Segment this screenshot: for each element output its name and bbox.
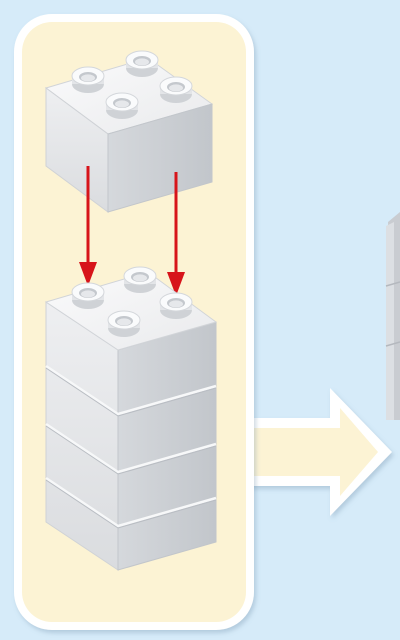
brick-stud xyxy=(107,310,141,338)
next-step-arrow xyxy=(236,388,392,516)
brick-stud xyxy=(71,282,105,310)
brick-tower xyxy=(44,266,218,571)
brick-stud xyxy=(105,92,139,120)
brick-stud xyxy=(159,76,193,104)
brick-stud xyxy=(123,266,157,294)
placement-arrow-left xyxy=(79,166,97,286)
brick-stud xyxy=(125,50,159,78)
next-step-tower-preview xyxy=(385,212,400,420)
brick-stud xyxy=(159,292,193,320)
loose-brick-2x2 xyxy=(44,50,214,213)
placement-arrow-right xyxy=(167,172,185,296)
brick-stud xyxy=(71,66,105,94)
brick-seams xyxy=(45,364,217,528)
